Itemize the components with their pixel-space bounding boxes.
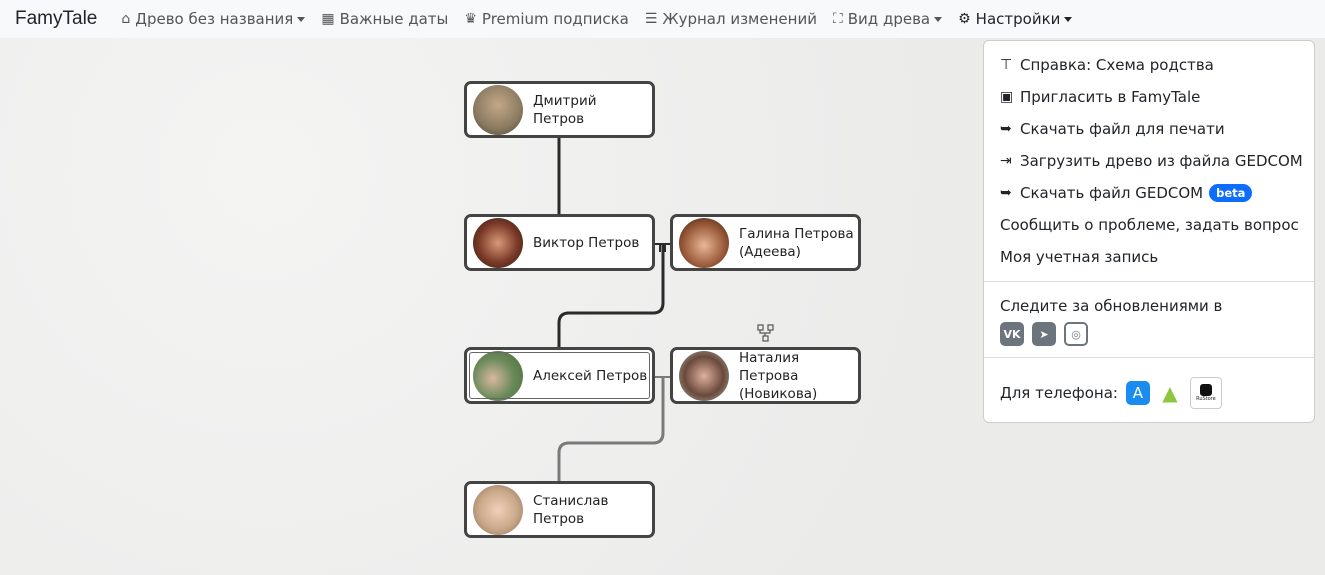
calendar-icon: ▦ — [321, 11, 335, 27]
nav-label: Premium подписка — [481, 10, 629, 28]
divider — [984, 357, 1314, 358]
gear-icon: ⚙ — [958, 11, 971, 27]
menu-label: Загрузить древо из файла GEDCOM — [1020, 152, 1303, 170]
avatar — [679, 350, 729, 401]
rustore-label: RuStore — [1196, 396, 1216, 402]
person-name: Виктор Петров — [533, 234, 640, 251]
menu-item-account[interactable]: Моя учетная запись — [1000, 248, 1158, 266]
navbar: FamyTale ⌂Древо без названия ▦Важные дат… — [0, 0, 1325, 38]
nav-tree-menu[interactable]: ⌂Древо без названия — [121, 10, 306, 28]
person-card[interactable]: Станислав Петров — [464, 481, 655, 538]
person-card[interactable]: Галина Петрова (Адеева) — [670, 214, 861, 271]
menu-item-export-gedcom[interactable]: ➥ Скачать файл GEDCOM beta — [1000, 184, 1253, 202]
person-name: Галина Петрова (Адеева) — [739, 225, 854, 260]
person-name: Алексей Петров — [533, 367, 648, 384]
menu-label: Скачать файл GEDCOM — [1020, 184, 1204, 202]
nav-dates[interactable]: ▦Важные даты — [321, 10, 448, 28]
avatar — [473, 84, 523, 135]
nav-label: Важные даты — [339, 10, 449, 28]
caret-down-icon — [1064, 16, 1073, 22]
person-name: Станислав Петров — [533, 492, 609, 527]
sitemap-icon: ⊤ — [1000, 57, 1013, 73]
nav-premium[interactable]: ♛Premium подписка — [464, 10, 629, 28]
menu-item-kinship-help[interactable]: ⊤ Справка: Схема родства — [1000, 56, 1214, 74]
menu-item-invite[interactable]: ▣ Пригласить в FamyTale — [1000, 88, 1200, 106]
brand-logo[interactable]: FamyTale — [15, 8, 98, 29]
person-card[interactable]: Наталия Петрова (Новикова) — [670, 347, 861, 404]
phone-apps: Для телефона: A ▲ RuStore — [1000, 377, 1222, 409]
divider — [984, 281, 1314, 282]
menu-label: Справка: Схема родства — [1020, 56, 1214, 74]
social-links: VK ➤ ◎ — [1000, 322, 1096, 346]
nav-label: Настройки — [975, 10, 1061, 28]
contact-card-icon: ▣ — [1000, 89, 1014, 105]
menu-item-print-file[interactable]: ➥ Скачать файл для печати — [1000, 120, 1225, 138]
nav-settings[interactable]: ⚙Настройки — [958, 10, 1073, 28]
settings-dropdown: ⊤ Справка: Схема родства ▣ Пригласить в Fa… — [983, 40, 1315, 423]
menu-item-import-gedcom[interactable]: ⇥ Загрузить древо из файла GEDCOM — [1000, 152, 1303, 170]
telegram-icon[interactable]: ➤ — [1032, 322, 1056, 346]
vk-icon[interactable]: VK — [1000, 322, 1024, 346]
person-card[interactable]: Дмитрий Петров — [464, 81, 655, 138]
tree-view-icon: ⛶ — [832, 11, 843, 27]
person-card[interactable]: Виктор Петров — [464, 214, 655, 271]
list-icon: ☰ — [644, 11, 658, 27]
person-card-selected[interactable]: Алексей Петров — [464, 347, 655, 404]
file-import-icon: ⇥ — [1000, 153, 1012, 169]
person-name: Дмитрий Петров — [533, 92, 597, 127]
menu-label: Пригласить в FamyTale — [1020, 88, 1201, 106]
nav-label: Вид древа — [847, 10, 931, 28]
menu-item-report-problem[interactable]: Сообщить о проблеме, задать вопрос — [1000, 216, 1299, 234]
home-icon: ⌂ — [121, 11, 131, 27]
nav-label: Древо без названия — [135, 10, 294, 28]
menu-label: Сообщить о проблеме, задать вопрос — [1000, 216, 1299, 234]
nav-tree-view[interactable]: ⛶Вид древа — [832, 10, 943, 28]
file-export-icon: ➥ — [1000, 121, 1012, 137]
tree-structure-icon — [757, 324, 774, 342]
instagram-icon[interactable]: ◎ — [1064, 322, 1088, 346]
caret-down-icon — [934, 16, 943, 22]
follow-label: Следите за обновлениями в — [1000, 297, 1223, 315]
avatar — [473, 484, 523, 535]
nav-changelog[interactable]: ☰Журнал изменений — [645, 10, 817, 28]
android-icon[interactable]: ▲ — [1162, 381, 1178, 405]
connector-line — [557, 377, 665, 481]
person-name: Наталия Петрова (Новикова) — [739, 349, 818, 402]
connector-line — [557, 244, 665, 347]
phone-label: Для телефона: — [1000, 384, 1118, 402]
nav-label: Журнал изменений — [662, 10, 817, 28]
file-export-icon: ➥ — [1000, 185, 1012, 201]
rustore-icon[interactable]: RuStore — [1189, 377, 1222, 409]
avatar — [679, 217, 729, 268]
beta-badge: beta — [1209, 184, 1253, 202]
menu-label: Моя учетная запись — [1000, 248, 1159, 266]
crown-icon: ♛ — [464, 11, 477, 27]
avatar — [473, 217, 523, 268]
caret-down-icon — [297, 16, 306, 22]
menu-label: Скачать файл для печати — [1020, 120, 1225, 138]
avatar — [473, 350, 523, 401]
app-store-icon[interactable]: A — [1125, 381, 1150, 405]
